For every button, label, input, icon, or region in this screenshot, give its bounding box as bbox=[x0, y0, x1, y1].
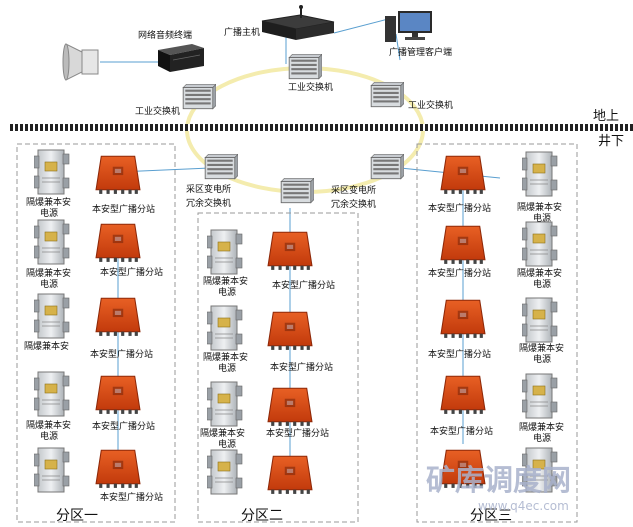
power-supply bbox=[34, 447, 70, 493]
industrial-switch-right-label: 工业交换机 bbox=[408, 99, 453, 111]
broadcast-substation bbox=[440, 375, 486, 414]
client-pc bbox=[385, 11, 432, 42]
power-supply bbox=[522, 373, 558, 419]
power-supply-label-1: 隔爆兼本安 bbox=[517, 201, 562, 213]
substation-switch-left bbox=[204, 153, 238, 180]
above-ground-label: 地上 bbox=[593, 109, 619, 124]
broadcast-substation bbox=[95, 297, 141, 336]
broadcast-substation-label: 本安型广播分站 bbox=[90, 348, 153, 360]
power-supply-label-2: 电源 bbox=[533, 212, 551, 224]
watermark-url: www.q4ec.com bbox=[478, 499, 569, 513]
power-supply-label-1: 隔爆兼本安 bbox=[26, 419, 71, 431]
broadcast-substation-label: 本安型广播分站 bbox=[100, 491, 163, 503]
broadcast-substation-label: 本安型广播分站 bbox=[92, 420, 155, 432]
power-supply bbox=[207, 305, 243, 351]
broadcast-substation bbox=[440, 155, 486, 194]
industrial-switch-left-label: 工业交换机 bbox=[135, 105, 180, 117]
substation-switch-center-label-2: 冗余交换机 bbox=[331, 198, 376, 210]
network-audio-terminal-label: 网络音频终端 bbox=[138, 29, 192, 41]
horn-speaker-icon bbox=[62, 43, 99, 81]
network-audio-terminal bbox=[158, 44, 204, 72]
broadcast-substation bbox=[95, 223, 141, 262]
zone1: 隔爆兼本安 电源 本安型广播分站 隔爆兼本安 电源 本安型广播分站 隔爆兼本安 … bbox=[24, 149, 163, 524]
power-supply-label-2: 电源 bbox=[533, 278, 551, 290]
zone2: 隔爆兼本安 电源 本安型广播分站 隔爆兼本安 电源 本安型广播分站 隔爆兼本安 … bbox=[200, 229, 335, 524]
power-supply-label-2: 电源 bbox=[40, 430, 58, 442]
below-ground-label: 井下 bbox=[598, 134, 624, 149]
zone3-border bbox=[416, 143, 578, 523]
power-supply-label-1: 隔爆兼本安 bbox=[26, 196, 71, 208]
industrial-switch-left bbox=[182, 83, 216, 110]
power-supply-label-1: 隔爆兼本安 bbox=[519, 421, 564, 433]
power-supply-label-2: 电源 bbox=[533, 353, 551, 365]
substation-switch-left-label-1: 采区变电所 bbox=[186, 183, 231, 195]
industrial-switch-center-label: 工业交换机 bbox=[288, 81, 333, 93]
power-supply-label-2: 电源 bbox=[218, 438, 236, 450]
broadcast-substation bbox=[95, 375, 141, 414]
substation-switch-center bbox=[280, 177, 314, 204]
power-supply bbox=[207, 229, 243, 275]
zone3-label: 分区三 bbox=[470, 508, 512, 524]
broadcast-substation-label: 本安型广播分站 bbox=[272, 279, 335, 291]
power-supply bbox=[207, 449, 243, 495]
broadcast-substation bbox=[267, 455, 313, 494]
power-supply-label-1: 隔爆兼本安 bbox=[26, 267, 71, 279]
zone3: 本安型广播分站 隔爆兼本安 电源 本安型广播分站 隔爆兼本安 电源 本安型广播分… bbox=[428, 151, 564, 524]
power-supply bbox=[34, 219, 70, 265]
broadcast-substation-label: 本安型广播分站 bbox=[266, 427, 329, 439]
ground-line bbox=[8, 124, 633, 131]
power-supply bbox=[522, 297, 558, 343]
industrial-switch-center bbox=[288, 53, 322, 80]
power-supply bbox=[207, 381, 243, 427]
power-supply-label-2: 电源 bbox=[218, 362, 236, 374]
power-supply bbox=[34, 371, 70, 417]
broadcast-substation-label: 本安型广播分站 bbox=[100, 266, 163, 278]
zone1-label: 分区一 bbox=[56, 508, 98, 524]
power-supply-label-1: 隔爆兼本安 bbox=[200, 427, 245, 439]
broadcast-substation-label: 本安型广播分站 bbox=[270, 361, 333, 373]
broadcast-substation-label: 本安型广播分站 bbox=[428, 348, 491, 360]
power-supply-label-2: 电源 bbox=[533, 432, 551, 444]
broadcast-substation-label: 本安型广播分站 bbox=[92, 203, 155, 215]
broadcast-substation-label: 本安型广播分站 bbox=[428, 202, 491, 214]
broadcast-substation bbox=[440, 225, 486, 264]
industrial-switch-right bbox=[370, 81, 404, 108]
power-supply-label-2: 电源 bbox=[40, 207, 58, 219]
power-supply-label-1: 隔爆兼本安 bbox=[519, 342, 564, 354]
broadcast-client-label: 广播管理客户端 bbox=[389, 46, 452, 58]
broadcast-substation bbox=[267, 387, 313, 426]
broadcast-substation bbox=[95, 449, 141, 488]
broadcast-substation bbox=[440, 299, 486, 338]
power-supply-label-1: 隔爆兼本安 bbox=[517, 267, 562, 279]
power-supply bbox=[34, 149, 70, 195]
power-supply bbox=[522, 221, 558, 267]
broadcast-substation bbox=[95, 155, 141, 194]
power-supply-label-1: 隔爆兼本安 bbox=[203, 351, 248, 363]
substation-switch-left-label-2: 冗余交换机 bbox=[186, 197, 231, 209]
power-supply bbox=[522, 151, 558, 197]
power-supply-label-2: 电源 bbox=[40, 278, 58, 290]
watermark-text: 矿库调度网 bbox=[426, 463, 571, 497]
zone2-border bbox=[197, 212, 359, 523]
zone2-label: 分区二 bbox=[241, 508, 283, 524]
power-supply-label-2: 电源 bbox=[218, 286, 236, 298]
broadcast-substation-label: 本安型广播分站 bbox=[428, 267, 491, 279]
substation-switch-center-label-1: 采区变电所 bbox=[331, 184, 376, 196]
substation-switch-right bbox=[370, 153, 404, 180]
broadcast-host-label: 广播主机 bbox=[224, 26, 260, 38]
zone1-border bbox=[16, 143, 176, 523]
power-supply-label-1: 隔爆兼本安 bbox=[24, 340, 69, 352]
power-supply-label-1: 隔爆兼本安 bbox=[203, 275, 248, 287]
broadcast-substation bbox=[267, 231, 313, 270]
broadcast-host bbox=[261, 5, 335, 40]
broadcast-substation bbox=[267, 311, 313, 350]
power-supply bbox=[34, 293, 70, 339]
broadcast-substation-label: 本安型广播分站 bbox=[430, 425, 493, 437]
